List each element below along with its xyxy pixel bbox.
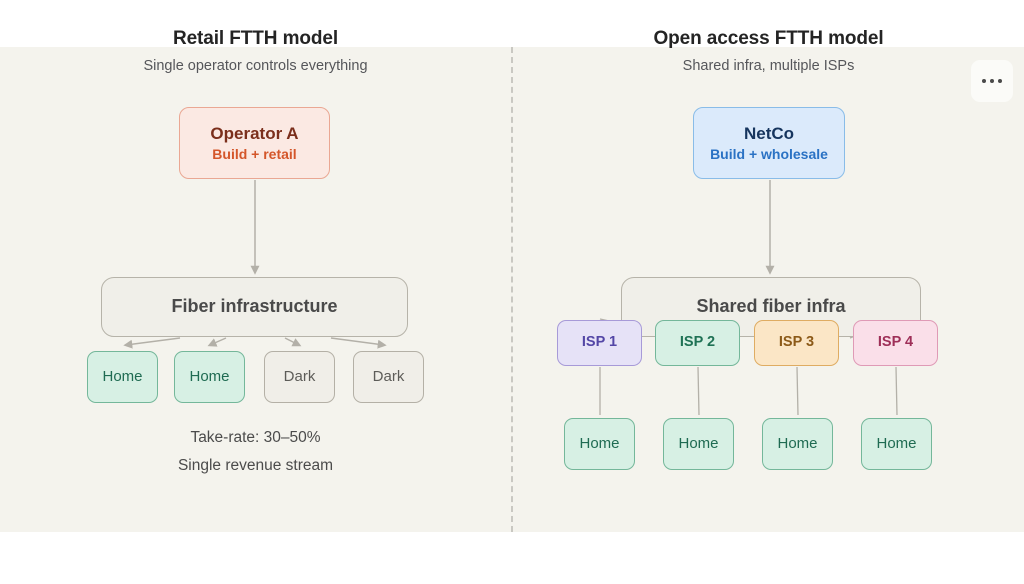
node-isp-3[interactable]: ISP 3 xyxy=(754,320,839,366)
connector-isp-4-to-home xyxy=(895,366,898,416)
panel-divider xyxy=(511,47,513,532)
node-netco-title: NetCo xyxy=(743,123,795,143)
node-home-left-2-label: Home xyxy=(189,368,230,386)
node-isp-3-label: ISP 3 xyxy=(778,334,815,351)
node-home-right-4[interactable]: Home xyxy=(861,418,932,470)
ellipsis-dot-2-icon xyxy=(990,79,994,83)
node-isp-4-label: ISP 4 xyxy=(877,334,914,351)
node-home-right-2[interactable]: Home xyxy=(663,418,734,470)
panel-subtitle-retail: Single operator controls everything xyxy=(143,58,368,74)
node-isp-1-label: ISP 1 xyxy=(581,334,618,351)
ellipsis-dot-1-icon xyxy=(982,79,986,83)
node-isp-2[interactable]: ISP 2 xyxy=(655,320,740,366)
node-dark-left-1[interactable]: Dark xyxy=(264,351,335,403)
ellipsis-dot-3-icon xyxy=(998,79,1002,83)
connector-infra-to-leaf-1 xyxy=(123,337,181,349)
node-home-right-3[interactable]: Home xyxy=(762,418,833,470)
panel-title-retail: Retail FTTH model xyxy=(172,28,339,49)
panel-title-open-access: Open access FTTH model xyxy=(653,28,884,49)
more-options-button[interactable] xyxy=(971,60,1013,102)
node-home-right-4-label: Home xyxy=(876,435,917,453)
node-home-right-2-label: Home xyxy=(678,435,719,453)
node-dark-left-1-label: Dark xyxy=(283,368,316,386)
connector-infra-to-leaf-4 xyxy=(330,337,387,349)
connector-isp-3-to-home xyxy=(796,366,799,416)
node-dark-left-2[interactable]: Dark xyxy=(353,351,424,403)
node-isp-4[interactable]: ISP 4 xyxy=(853,320,938,366)
node-shared-fiber-infra-label: Shared fiber infra xyxy=(696,296,846,317)
footnote-revenue-stream: Single revenue stream xyxy=(177,457,334,474)
node-netco[interactable]: NetCo Build + wholesale xyxy=(693,107,845,179)
node-fiber-infrastructure[interactable]: Fiber infrastructure xyxy=(101,277,408,337)
node-netco-subtitle: Build + wholesale xyxy=(710,145,828,162)
node-home-left-1-label: Home xyxy=(102,368,143,386)
node-home-right-1[interactable]: Home xyxy=(564,418,635,470)
node-isp-1[interactable]: ISP 1 xyxy=(557,320,642,366)
node-operator-a-title: Operator A xyxy=(210,123,299,143)
node-fiber-infrastructure-label: Fiber infrastructure xyxy=(171,296,338,317)
node-operator-a-subtitle: Build + retail xyxy=(212,145,297,162)
node-isp-2-label: ISP 2 xyxy=(679,334,716,351)
panel-subtitle-open-access: Shared infra, multiple ISPs xyxy=(682,58,855,74)
connector-infra-to-leaf-2 xyxy=(207,337,227,347)
node-home-left-2[interactable]: Home xyxy=(174,351,245,403)
panel-retail-ftth: Retail FTTH model Single operator contro… xyxy=(0,0,511,485)
node-home-right-1-label: Home xyxy=(579,435,620,453)
node-dark-left-2-label: Dark xyxy=(372,368,405,386)
footnote-take-rate: Take-rate: 30–50% xyxy=(190,429,321,446)
panel-open-access-ftth: Open access FTTH model Shared infra, mul… xyxy=(513,0,1024,485)
connector-isp-2-to-home xyxy=(697,366,700,416)
node-operator-a[interactable]: Operator A Build + retail xyxy=(179,107,330,179)
node-home-right-3-label: Home xyxy=(777,435,818,453)
node-home-left-1[interactable]: Home xyxy=(87,351,158,403)
connector-infra-to-leaf-3 xyxy=(284,337,302,347)
